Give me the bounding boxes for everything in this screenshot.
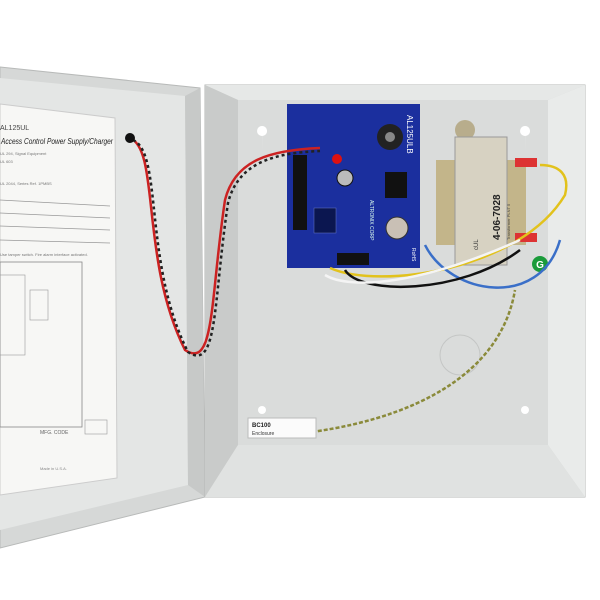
terminal-block: [293, 155, 307, 230]
knockout-hole: [439, 334, 481, 376]
spade-connector: [515, 233, 537, 242]
door-label-line: UL 603: [0, 159, 14, 164]
transformer-part-number: 4-06-7028: [492, 194, 503, 240]
door-label-footnote: Use tamper switch. Fire alarm interface …: [0, 252, 88, 257]
keyhole-slot: [257, 126, 268, 152]
ul-mark: cUL: [474, 239, 480, 250]
rohs-label: RoHS: [410, 248, 416, 262]
mfg-code-label: MFG. CODE: [40, 430, 69, 436]
spade-connector: [515, 158, 537, 167]
mounting-hole: [258, 406, 266, 414]
transformer: 4-06-7028 Transformer PLNT 5 cUL: [436, 120, 537, 266]
mounting-hole: [521, 406, 529, 414]
enclosure-name: Enclosure: [252, 431, 274, 437]
transformer-subtitle: Transformer PLNT 5: [506, 203, 511, 240]
door-label-line: UL 294, Signal Equipment: [0, 151, 47, 156]
door-label-text: AL125UL Access Control Power Supply/Char…: [0, 125, 114, 471]
tamper-switch: [125, 133, 135, 143]
board-model-label: AL125ULB: [405, 115, 414, 154]
door-label-model: AL125UL: [0, 125, 29, 132]
door-instruction-label: [0, 103, 118, 496]
keyhole-slot: [520, 126, 531, 152]
made-in-label: Made in U.S.A.: [40, 466, 67, 471]
wiring-diagram: [0, 261, 83, 428]
enclosure-model: BC100: [252, 423, 271, 429]
door-label-line: UL 2044, Series Ref. 1PMBS: [0, 181, 52, 186]
led-indicator: [332, 154, 342, 164]
board-maker-label: ALTRONIX CORP: [368, 200, 374, 241]
enclosure-label: BC100 Enclosure: [247, 417, 317, 439]
wiring: [125, 133, 568, 439]
door-label-title: Access Control Power Supply/Charger: [0, 136, 114, 146]
ground-label: G: [536, 260, 544, 271]
power-supply-board: AL125ULB ALTRONIX CORP RoHS: [287, 104, 420, 268]
